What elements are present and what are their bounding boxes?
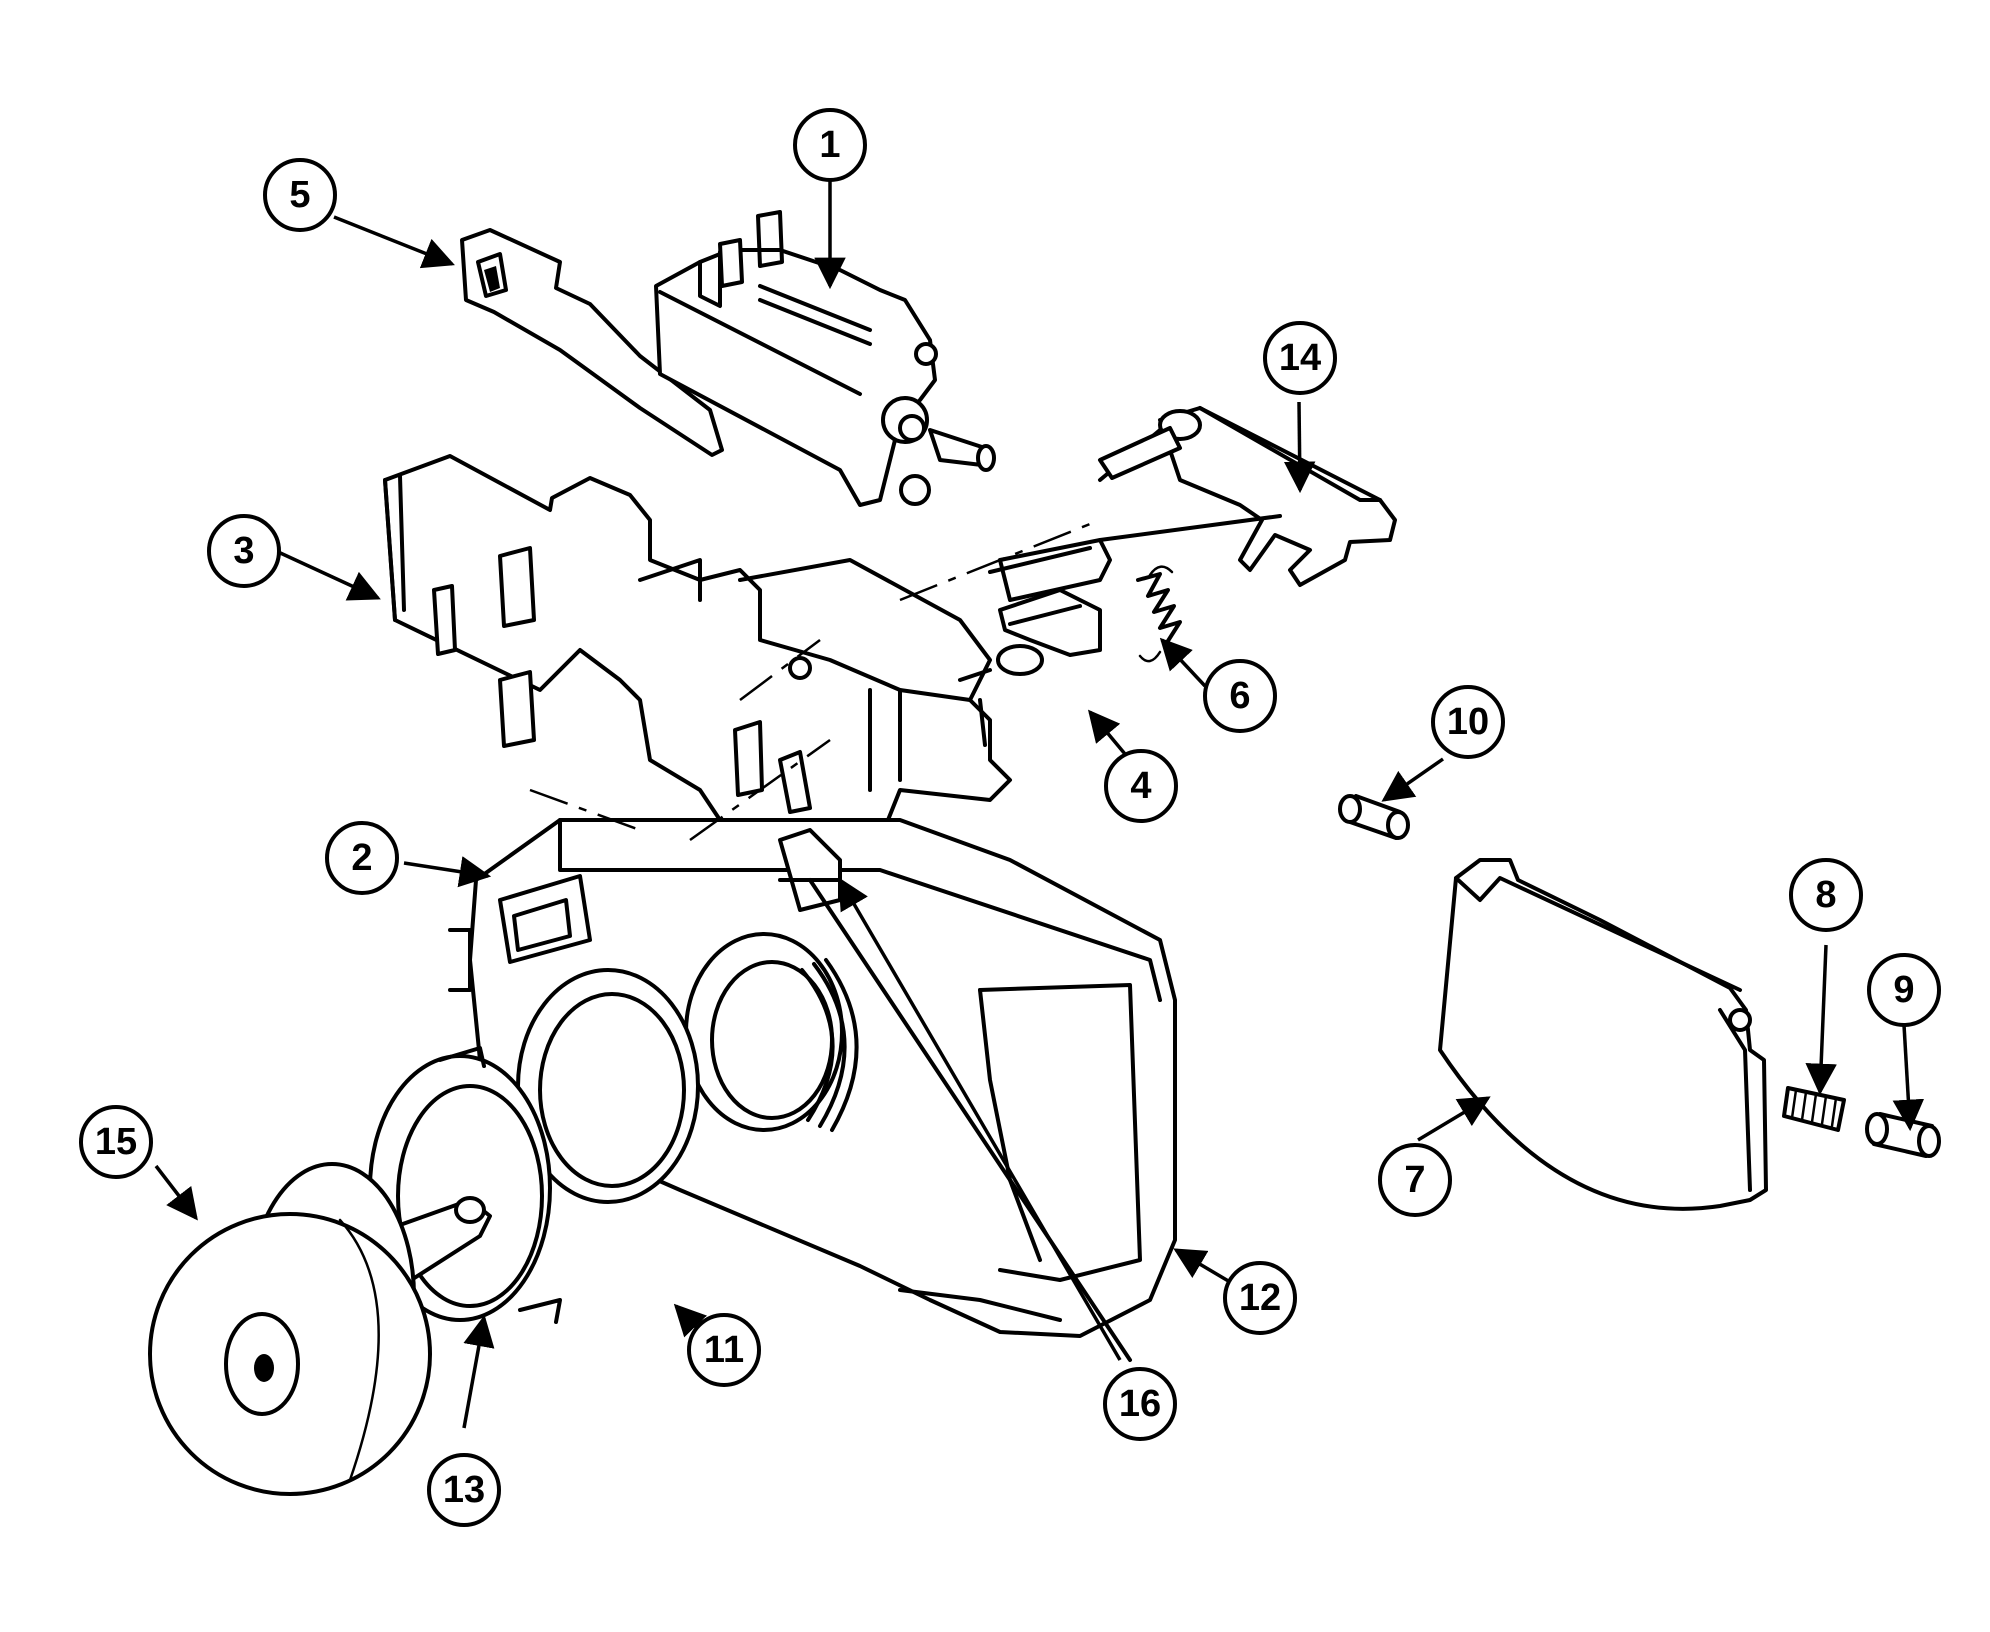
callout-11-label: 11 xyxy=(704,1329,744,1371)
part-15-knob xyxy=(148,1162,492,1496)
callout-10-label: 10 xyxy=(1447,701,1489,743)
callout-6: 6 xyxy=(1203,659,1277,733)
callout-2-label: 2 xyxy=(351,837,372,879)
part-1-switch-body xyxy=(654,210,996,507)
callout-9-label: 9 xyxy=(1893,969,1914,1011)
callout-16-label: 16 xyxy=(1119,1383,1161,1425)
callout-12: 12 xyxy=(1223,1261,1297,1335)
callout-4-label: 4 xyxy=(1130,765,1151,807)
callout-7-label: 7 xyxy=(1404,1159,1425,1201)
callout-4: 4 xyxy=(1104,749,1178,823)
part-7-door-flap xyxy=(1438,858,1768,1211)
part-10-pin xyxy=(1338,794,1410,840)
callout-9: 9 xyxy=(1867,953,1941,1027)
part-4-latch-clip xyxy=(988,538,1112,676)
callout-3: 3 xyxy=(207,514,281,588)
callout-1: 1 xyxy=(793,108,867,182)
callout-12-label: 12 xyxy=(1239,1277,1281,1319)
callout-13-label: 13 xyxy=(443,1469,485,1511)
part-6-spring xyxy=(1136,565,1182,663)
part-16-hinge-pin xyxy=(808,878,1132,1362)
part-14-actuator-arm xyxy=(1098,406,1397,587)
leader-lines xyxy=(154,180,1925,1429)
callout-6-label: 6 xyxy=(1229,675,1250,717)
callout-16: 16 xyxy=(1103,1367,1177,1441)
callout-15: 15 xyxy=(79,1105,153,1179)
assembly-centerlines xyxy=(529,518,1101,842)
callout-7: 7 xyxy=(1378,1143,1452,1217)
callout-11: 11 xyxy=(687,1313,761,1387)
callout-2: 2 xyxy=(325,821,399,895)
callout-14-label: 14 xyxy=(1279,337,1321,379)
part-8-spring xyxy=(1782,1086,1846,1132)
callout-3-label: 3 xyxy=(233,530,254,572)
part-3-mounting-plate xyxy=(383,454,1012,872)
part-5-lever-bracket xyxy=(460,228,724,457)
callout-15-label: 15 xyxy=(95,1121,137,1163)
callout-10: 10 xyxy=(1431,685,1505,759)
callout-14: 14 xyxy=(1263,321,1337,395)
part-11-gasket-ring xyxy=(516,968,700,1204)
callout-8-label: 8 xyxy=(1815,874,1836,916)
callout-8: 8 xyxy=(1789,858,1863,932)
part-9-pin xyxy=(1865,1112,1941,1158)
callout-5: 5 xyxy=(263,158,337,232)
callout-13: 13 xyxy=(427,1453,501,1527)
callout-1-label: 1 xyxy=(819,124,840,166)
callout-5-label: 5 xyxy=(289,174,310,216)
